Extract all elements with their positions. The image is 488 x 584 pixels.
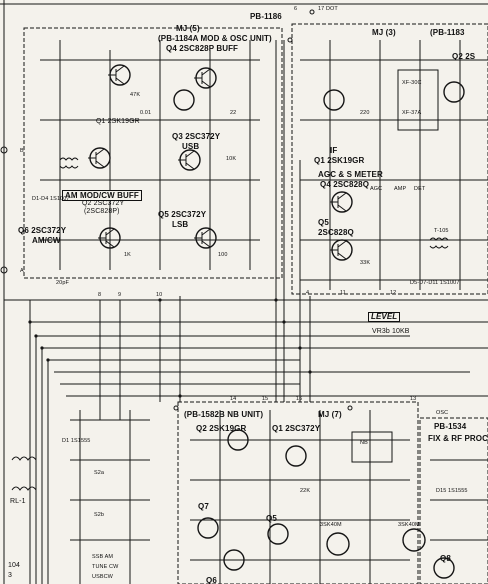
- ic-3sk40m-a-label: 3SK40M: [320, 522, 342, 528]
- q4-buff-label: Q4 2SC828P BUFF: [166, 44, 239, 53]
- ref-14: 14: [230, 396, 237, 402]
- t105-label: T-105: [434, 228, 449, 234]
- d-is1555-b-label: D15 1S1555: [436, 488, 468, 494]
- num-3-label: 3: [8, 572, 12, 579]
- q2-title-label: AM MOD/CW BUFF: [62, 190, 142, 201]
- q4-agc-label: Q4 2SC828Q: [320, 180, 370, 189]
- res-220-label: 220: [360, 110, 370, 116]
- ref-12: 12: [390, 290, 397, 296]
- q6-nb-label: Q6: [206, 576, 217, 584]
- vr3-label: VR3b 10KB: [372, 328, 410, 335]
- ic-3sk40m-b-label: 3SK40M: [398, 522, 420, 528]
- pb1582b-label: (PB-1582B NB UNIT): [184, 410, 264, 419]
- pb1534-label: PB-1534: [434, 422, 467, 431]
- amcw-label: AM/CW: [32, 236, 61, 245]
- ref-13: 13: [410, 396, 417, 402]
- res-100-label: 100: [218, 252, 228, 258]
- det-label: DET: [414, 186, 426, 192]
- q3-label: Q3 2SC372Y: [172, 132, 221, 141]
- osc-label: OSC: [436, 410, 449, 416]
- q6-label: Q6 2SC372Y: [18, 226, 67, 235]
- t-mj-label: 6: [294, 6, 298, 12]
- rl1-label: RL-1: [10, 498, 26, 505]
- num-104-label: 104: [8, 562, 20, 569]
- q5-label: Q5 2SC372Y: [158, 210, 207, 219]
- cd-20pf-label: 20pF: [56, 280, 69, 286]
- lsb-label: LSB: [172, 220, 189, 229]
- nb-label: NB: [360, 440, 368, 446]
- s2a-label: S2a: [94, 470, 105, 476]
- mj3-label: MJ (3): [372, 28, 396, 37]
- cd-22-label: 22: [230, 110, 237, 116]
- res-33k-label: 33K: [360, 260, 371, 266]
- ref-4: 4: [306, 290, 310, 296]
- amp-label: AMP: [394, 186, 407, 192]
- res-47k-label: 47K: [130, 92, 141, 98]
- q2-part-label: Q2 2SC372Y: [82, 200, 125, 207]
- q1-2sk19gr-label: Q1 2SK19GR: [96, 118, 140, 125]
- mj7-label: MJ (7): [318, 410, 342, 419]
- agc-label: AGC: [370, 186, 383, 192]
- ref-9: 9: [118, 292, 122, 298]
- res-1k-label: 1K: [124, 252, 131, 258]
- q1-if-label: Q1 2SK19GR: [314, 156, 365, 165]
- ref-10: 10: [156, 292, 163, 298]
- q5-nb-label: Q5: [266, 514, 277, 523]
- d-is1007-label: D1-D4 1S1007: [32, 196, 70, 202]
- level-label: LEVEL: [368, 312, 401, 322]
- pb1183-label: (PB-1183: [430, 28, 465, 37]
- q5-agc-part-label: 2SC828Q: [318, 228, 354, 237]
- res-22k-label: 22K: [300, 488, 311, 494]
- q8-label: Q8: [440, 554, 451, 563]
- ref-8: 8: [98, 292, 102, 298]
- tune-cw-label: TUNE CW: [92, 564, 119, 570]
- t-top-label: 17 DOT: [318, 6, 338, 12]
- usb-lsb-label: USBCW: [92, 574, 113, 580]
- q2-right-label: Q2 2S: [452, 52, 476, 61]
- xtal-label: XF-30C: [402, 80, 422, 86]
- ref-b: B: [20, 148, 24, 154]
- pb-1186-label: PB-1186: [250, 12, 282, 21]
- fix-rf-label: FIX & RF PROC: [428, 434, 488, 443]
- q2-nb-label: Q2 2SK19GR: [196, 424, 247, 433]
- res-10k-label: 10K: [226, 156, 237, 162]
- if-label: IF: [330, 146, 338, 155]
- s2b-label: S2b: [94, 512, 105, 518]
- q7-label: Q7: [198, 502, 209, 511]
- ref-16: 16: [296, 396, 303, 402]
- q5-agc-label: Q5: [318, 218, 329, 227]
- agc-title-label: AGC & S METER: [318, 170, 383, 179]
- ref-a: A: [20, 268, 24, 274]
- ssb-am-label: SSB AM: [92, 554, 114, 560]
- cd-10-label: 0.01: [140, 110, 152, 116]
- xtal-b-label: XF-37A: [402, 110, 422, 116]
- usb-label: USB: [182, 142, 200, 151]
- ds-is1007-label: D5-D7-D11 1S1007: [410, 280, 460, 286]
- ref-15: 15: [262, 396, 269, 402]
- ref-11: 11: [340, 290, 346, 296]
- q1-nb-label: Q1 2SC372Y: [272, 424, 321, 433]
- q2-alt-label: (2SC828P): [84, 208, 120, 215]
- mj5-label: MJ (5): [176, 24, 200, 33]
- d-is1555-label: D1 1S1555: [62, 438, 91, 444]
- pb1184a-label: (PB-1184A MOD & OSC UNIT): [158, 34, 272, 43]
